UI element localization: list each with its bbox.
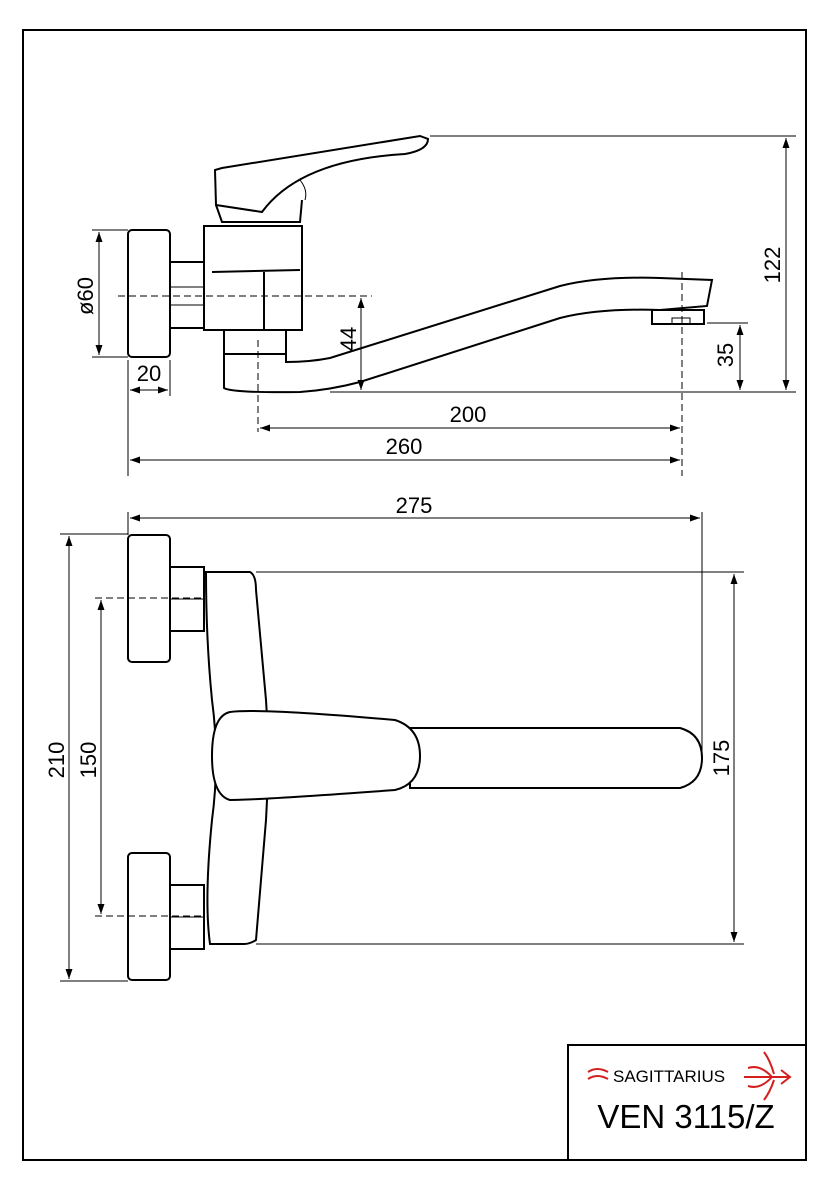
- brand-name: SAGITTARIUS: [613, 1067, 725, 1086]
- dim-label-center-spacing: 150: [76, 742, 101, 779]
- dim-label-total-width: 210: [44, 742, 69, 779]
- drawing-frame: [22, 29, 807, 1161]
- dim-label-total-height: 122: [760, 247, 785, 284]
- side-spout: [223, 276, 714, 394]
- dim-label-overall-depth: 275: [396, 493, 433, 518]
- dim-label-lever-span: 175: [709, 740, 734, 777]
- dim-label-nut-depth: 20: [137, 361, 161, 386]
- dim-label-overall-reach: 260: [386, 434, 423, 459]
- side-aerator: [651, 309, 705, 325]
- side-view: [92, 134, 796, 476]
- brand-wave-icon: [587, 1068, 609, 1073]
- side-lever: [213, 134, 430, 214]
- top-view: [60, 512, 744, 982]
- dim-label-aerator-height: 35: [713, 343, 738, 367]
- top-lever: [210, 710, 422, 802]
- sagittarius-arrow-logo-icon: [744, 1051, 792, 1101]
- side-collar: [223, 329, 287, 355]
- dim-label-spout-height: 44: [336, 327, 361, 351]
- dim-label-spout-reach: 200: [450, 402, 487, 427]
- side-mixer-body: [203, 225, 303, 331]
- side-hex-nut: [169, 261, 205, 329]
- side-wall-flange: [127, 229, 171, 358]
- top-spout: [409, 727, 704, 789]
- dim-label-diameter: ø60: [73, 277, 98, 315]
- model-number: VEN 3115/Z: [597, 1098, 774, 1135]
- title-block: SAGITTARIUS VEN 3115/Z: [567, 1044, 807, 1161]
- title-block-frame: [567, 1044, 807, 1161]
